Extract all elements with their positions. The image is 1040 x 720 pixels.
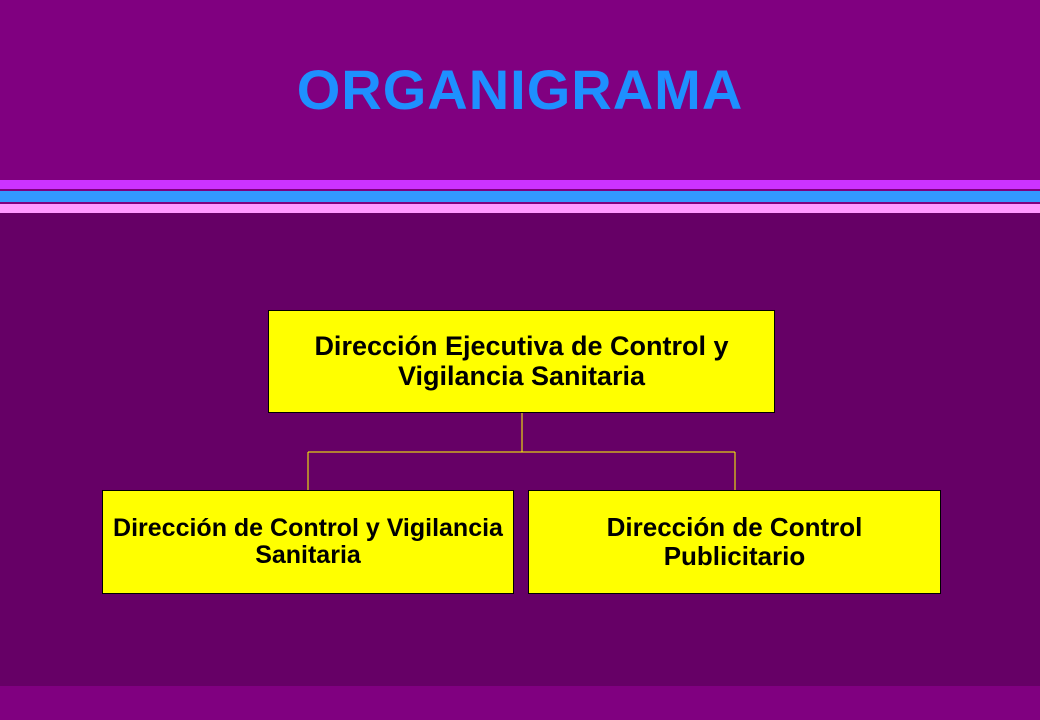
org-node-root-label: Dirección Ejecutiva de Control y Vigilan… xyxy=(314,330,729,391)
org-node-child-2: Dirección de Control Publicitario xyxy=(528,490,941,594)
stripe-gap-2 xyxy=(0,202,1040,204)
stripe-gap-1 xyxy=(0,189,1040,191)
org-node-root: Dirección Ejecutiva de Control y Vigilan… xyxy=(268,310,775,413)
decorative-stripe-magenta xyxy=(0,180,1040,189)
org-node-child-1-label: Dirección de Control y Vigilancia Sanita… xyxy=(113,513,503,569)
decorative-stripe-blue xyxy=(0,191,1040,202)
decorative-stripe-pink xyxy=(0,204,1040,213)
org-node-child-1: Dirección de Control y Vigilancia Sanita… xyxy=(102,490,514,594)
content-panel xyxy=(0,213,1040,686)
org-node-child-2-label: Dirección de Control Publicitario xyxy=(606,512,863,571)
slide-title: ORGANIGRAMA xyxy=(296,58,744,121)
